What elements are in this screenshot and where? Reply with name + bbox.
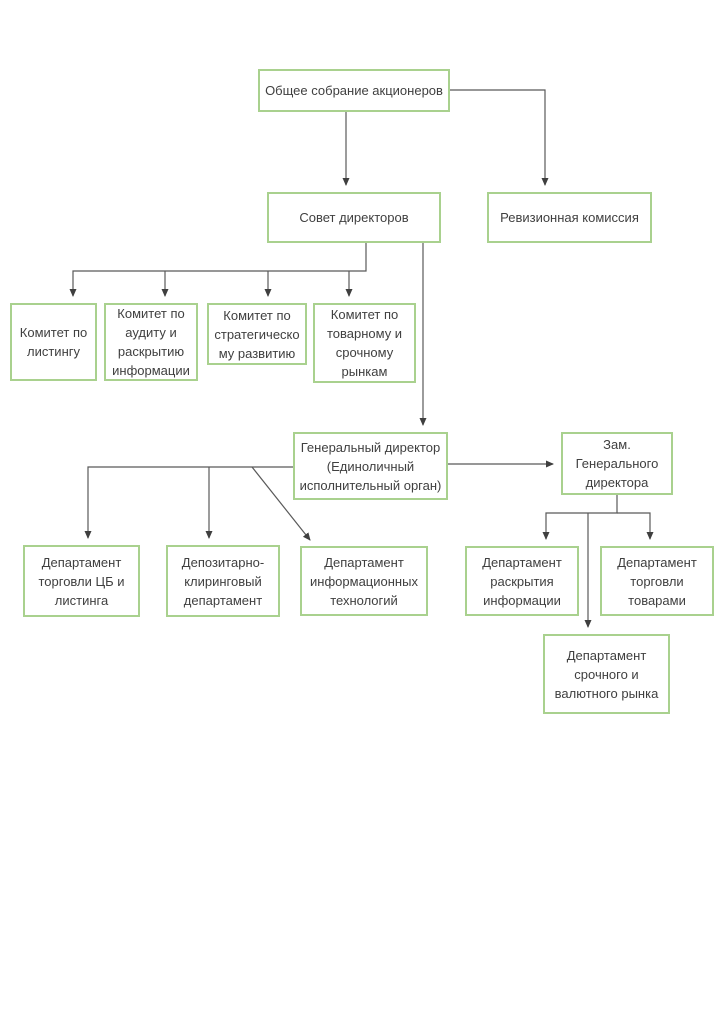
connector-general-meeting-to-revision-commission	[450, 89, 549, 186]
node-dept-commodities: Департамент торговли товарами	[600, 546, 714, 616]
node-dept-disclosure: Департамент раскрытия информации	[465, 546, 579, 616]
node-general-meeting: Общее собрание акционеров	[258, 69, 450, 112]
node-committee-markets: Комитет по товарному и срочному рынкам	[313, 303, 416, 383]
node-ceo: Генеральный директор (Единоличный исполн…	[293, 432, 448, 500]
connector-deputy-to-dept-commodities	[617, 512, 654, 540]
node-deputy: Зам. Генерального директора	[561, 432, 673, 495]
connector-deputy-to-dept-disclosure	[542, 495, 618, 540]
connector-ceo-to-dept-it	[251, 466, 311, 541]
node-dept-it: Департамент информационных технологий	[300, 546, 428, 616]
node-revision-commission: Ревизионная комиссия	[487, 192, 652, 243]
node-committee-strategy: Комитет по стратегическо му развитию	[207, 303, 307, 365]
node-dept-fx: Департамент срочного и валютного рынка	[543, 634, 670, 714]
connector-board-to-committee-listing	[69, 243, 367, 297]
node-dept-securities: Департамент торговли ЦБ и листинга	[23, 545, 140, 617]
node-committee-listing: Комитет по листингу	[10, 303, 97, 381]
connector-ceo-to-dept-securities	[84, 466, 293, 539]
node-board: Совет директоров	[267, 192, 441, 243]
node-committee-audit: Комитет по аудиту и раскрытию информации	[104, 303, 198, 381]
node-dept-depository: Депозитарно- клиринговый департамент	[166, 545, 280, 617]
